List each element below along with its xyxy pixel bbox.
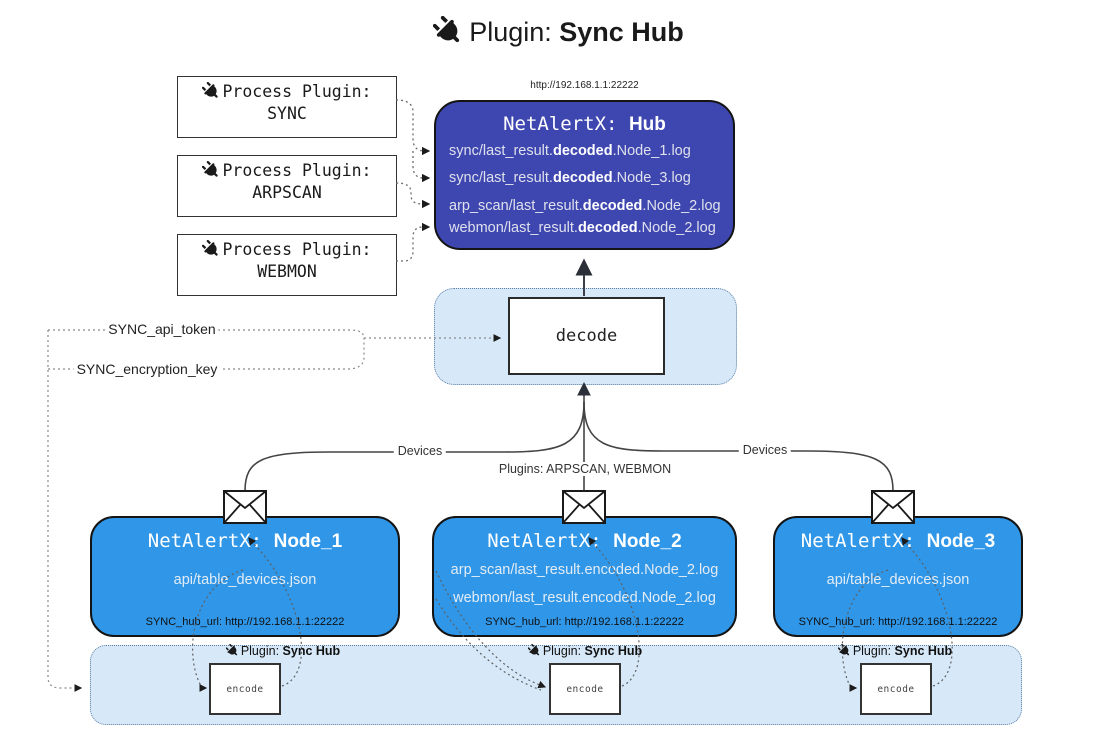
node-3-box: NetAlertX: Node_3 api/table_devices.json… — [773, 516, 1023, 637]
band-label-plugin-sync-hub: Plugin: Sync Hub — [527, 644, 642, 658]
hub-log-line: arp_scan/last_result.decoded.Node_2.log — [449, 198, 721, 214]
process-plugin-sync: Process Plugin: SYNC — [177, 76, 397, 138]
hub-box: NetAlertX: Hub sync/last_result.decoded.… — [434, 100, 735, 250]
plug-icon — [527, 644, 541, 657]
hub-name-prefix: NetAlertX: — [503, 113, 629, 135]
node-2-box: NetAlertX: Node_2 arp_scan/last_result.e… — [432, 516, 737, 637]
node-1-title: NetAlertX: Node_1 — [147, 530, 343, 552]
edge-arpscan-to-log3 — [395, 182, 431, 209]
node-1-hub-url: SYNC_hub_url: http://192.168.1.1:22222 — [145, 616, 345, 628]
envelope-icon — [871, 490, 915, 524]
process-plugin-line1: Process Plugin: — [178, 240, 396, 259]
title-prefix: Plugin: — [469, 17, 560, 47]
sync-api-token-label: SYNC_api_token — [105, 321, 219, 337]
hub-log-line: webmon/last_result.decoded.Node_2.log — [449, 220, 716, 236]
hub-log-line: sync/last_result.decoded.Node_3.log — [449, 170, 691, 186]
hub-title: NetAlertX: Hub — [436, 113, 733, 136]
edge-sync-to-log2 — [412, 151, 431, 183]
encode-box-3: encode — [860, 663, 932, 715]
decode-box: decode — [508, 297, 665, 375]
edge-sync-to-log1 — [395, 99, 431, 156]
node-2-file: arp_scan/last_result.encoded.Node_2.log — [450, 562, 719, 578]
node-3-title: NetAlertX: Node_3 — [800, 530, 996, 552]
process-plugin-name: ARPSCAN — [252, 183, 322, 202]
process-plugin-label: Process Plugin: — [222, 161, 372, 180]
edge-label-devices-left: Devices — [393, 444, 447, 458]
plug-icon — [225, 644, 239, 657]
node-3-hub-url: SYNC_hub_url: http://192.168.1.1:22222 — [798, 616, 998, 628]
process-plugin-label: Process Plugin: — [222, 240, 372, 259]
edge-label-plugins: Plugins: ARPSCAN, WEBMON — [494, 462, 676, 476]
band-label-plugin-sync-hub: Plugin: Sync Hub — [225, 644, 340, 658]
plug-icon — [433, 16, 464, 46]
process-plugin-name: WEBMON — [257, 262, 317, 281]
plug-icon — [202, 161, 221, 179]
process-plugin-line1: Process Plugin: — [178, 82, 396, 101]
process-plugin-arpscan: Process Plugin: ARPSCAN — [177, 155, 397, 217]
plug-icon — [837, 644, 851, 657]
plug-icon — [202, 82, 221, 100]
node-1-file: api/table_devices.json — [173, 572, 317, 588]
process-plugin-name: SYNC — [267, 104, 307, 123]
envelope-icon — [223, 490, 267, 524]
hub-log-line: sync/last_result.decoded.Node_1.log — [449, 143, 691, 159]
process-plugin-webmon: Process Plugin: WEBMON — [177, 234, 397, 296]
node-2-file: webmon/last_result.encoded.Node_2.log — [453, 590, 716, 606]
page-title: Plugin: Sync Hub — [0, 16, 1117, 48]
sync-encryption-key-label: SYNC_encryption_key — [73, 361, 221, 377]
plug-icon — [202, 240, 221, 258]
process-plugin-label: Process Plugin: — [222, 82, 372, 101]
encode-box-2: encode — [549, 663, 621, 715]
hub-url-label: http://192.168.1.1:22222 — [530, 80, 639, 91]
process-plugin-line1: Process Plugin: — [178, 161, 396, 180]
encode-box-1: encode — [209, 663, 281, 715]
node-3-file: api/table_devices.json — [826, 572, 970, 588]
band-label-plugin-sync-hub: Plugin: Sync Hub — [837, 644, 952, 658]
node-1-box: NetAlertX: Node_1 api/table_devices.json… — [90, 516, 400, 637]
envelope-icon — [562, 490, 606, 524]
hub-name: Hub — [628, 114, 666, 135]
edge-keys-to-band — [47, 330, 83, 692]
edge-webmon-to-log4 — [396, 222, 431, 262]
title-bold: Sync Hub — [559, 17, 684, 47]
edge-label-devices-right: Devices — [738, 443, 792, 457]
node-2-hub-url: SYNC_hub_url: http://192.168.1.1:22222 — [485, 616, 684, 628]
node-2-title: NetAlertX: Node_2 — [487, 530, 682, 552]
